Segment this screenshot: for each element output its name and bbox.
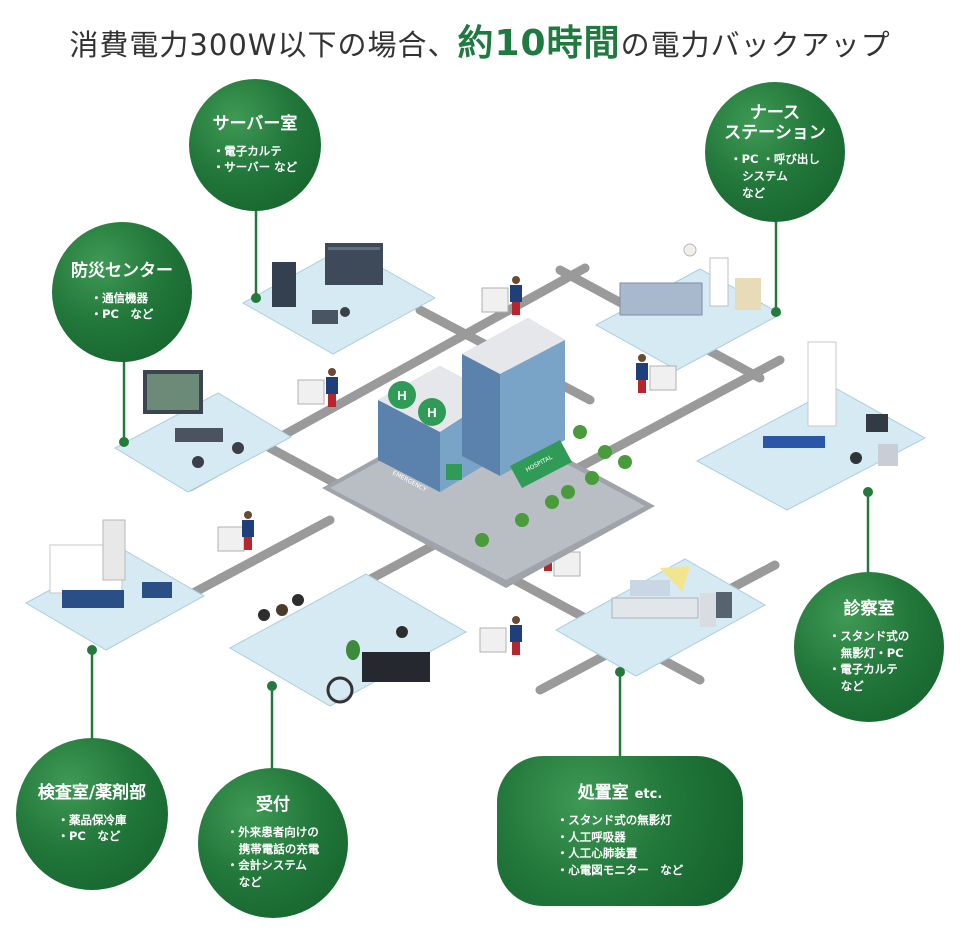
node-treatment-room: 処置室 etc. スタンド式の無影灯 人工呼吸器 人工心肺装置 心電図モニター … <box>497 756 743 906</box>
node-item: スタンド式の <box>829 628 909 645</box>
node-item: 心電図モニター など <box>557 862 683 879</box>
node-item: 電子カルテ <box>829 661 910 678</box>
node-title: 防災センター <box>71 261 173 282</box>
headline: 消費電力300W以下の場合、約10時間の電力バックアップ <box>0 14 960 66</box>
node-item: 会計システム <box>227 857 320 874</box>
node-nurse-station: ナース ステーション PC ・呼び出し システム など <box>705 82 845 222</box>
svg-text:H: H <box>397 388 406 403</box>
node-item: 通信機器 <box>91 290 154 307</box>
headline-prefix: 消費電力300W以下の場合、 <box>69 28 458 62</box>
node-title: 診察室 <box>843 599 895 620</box>
node-item: サーバー など <box>213 159 297 176</box>
node-items: スタンド式の無影灯 人工呼吸器 人工心肺装置 心電図モニター など <box>557 812 684 879</box>
node-item: など <box>238 874 262 889</box>
node-server-room: サーバー室 電子カルテ サーバー など <box>189 79 321 211</box>
node-disaster-center: 防災センター 通信機器 PC など <box>52 222 192 362</box>
node-item: PC ・呼び出し <box>730 151 820 168</box>
hospital-building: H H EMERGENCY HOSPITAL <box>322 318 655 588</box>
node-exam-room: 診察室 スタンド式の 無影灯・PC 電子カルテ など <box>794 572 944 722</box>
node-items: PC ・呼び出し システム など <box>730 151 820 201</box>
node-title: 受付 <box>256 795 290 816</box>
delivery-carts <box>217 276 677 655</box>
node-item: など <box>840 678 864 693</box>
node-item: PC など <box>91 306 153 323</box>
node-title-text: 処置室 <box>577 783 629 804</box>
connector-dots <box>87 293 873 691</box>
node-title: ナース ステーション <box>724 102 826 143</box>
node-item: 無影灯・PC <box>840 645 904 660</box>
node-items: スタンド式の 無影灯・PC 電子カルテ など <box>829 628 910 695</box>
node-item: 人工心肺装置 <box>557 845 684 862</box>
room-details <box>49 243 898 704</box>
svg-text:H: H <box>427 405 436 420</box>
node-item: 薬品保冷庫 <box>58 812 127 829</box>
node-title-suffix: etc. <box>634 787 663 803</box>
node-title: 検査室/薬剤部 <box>37 783 147 804</box>
connectors <box>90 205 870 770</box>
platform-reception <box>228 573 468 707</box>
node-items: 外来患者向けの 携帯電話の充電 会計システム など <box>227 824 320 891</box>
node-item: システム <box>742 169 788 184</box>
node-item: 携帯電話の充電 <box>238 841 320 856</box>
node-item: スタンド式の無影灯 <box>557 812 684 829</box>
node-items: 電子カルテ サーバー など <box>213 143 297 176</box>
platform-server-room <box>241 246 437 355</box>
node-item: PC など <box>58 828 127 845</box>
node-title: 処置室 etc. <box>578 783 663 803</box>
node-item: 電子カルテ <box>213 143 297 160</box>
node-item: など <box>742 185 766 200</box>
headline-highlight: 約10時間 <box>457 23 621 64</box>
node-items: 薬品保冷庫 PC など <box>58 812 127 845</box>
headline-suffix: の電力バックアップ <box>620 28 891 62</box>
node-reception: 受付 外来患者向けの 携帯電話の充電 会計システム など <box>198 768 348 918</box>
node-items: 通信機器 PC など <box>91 290 154 323</box>
node-item: 人工呼吸器 <box>557 829 684 846</box>
room-platforms <box>24 246 927 707</box>
node-title: サーバー室 <box>212 114 298 135</box>
node-item: 外来患者向けの <box>227 824 320 841</box>
node-lab-pharmacy: 検査室/薬剤部 薬品保冷庫 PC など <box>16 738 168 890</box>
